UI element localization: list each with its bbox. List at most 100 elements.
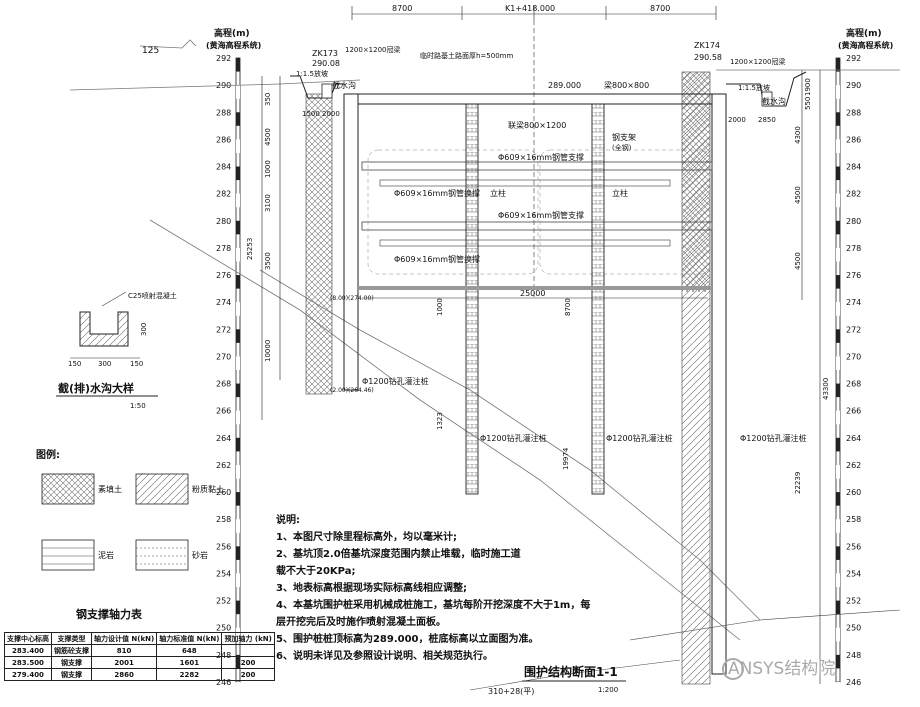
- base-level: (8.00)(274.00): [330, 295, 374, 302]
- drain-left-label: 截水沟: [332, 80, 356, 90]
- right-tick-label: 254: [846, 569, 861, 578]
- notes-title: 说明:: [276, 515, 300, 526]
- legend-label-0: 素填土: [98, 484, 122, 494]
- table-cell: 钢支撑: [51, 656, 92, 669]
- left-tick-label: 258: [216, 515, 231, 524]
- right-ruler-segment: [836, 627, 840, 642]
- left-ruler-segment: [236, 437, 240, 452]
- right-ruler-segment: [836, 383, 840, 398]
- left-tick-label: 276: [216, 271, 231, 280]
- right-ruler-segment: [836, 58, 840, 72]
- dim-right-2: 4300: [794, 126, 802, 144]
- table-cell: 200: [221, 668, 275, 681]
- right-ruler-segment: [836, 546, 840, 560]
- table-header: 支撑类型: [51, 632, 92, 645]
- top-dimension: 8700 K1+418.000 8700: [351, 4, 717, 300]
- right-tick-label: 248: [846, 651, 861, 660]
- dim-left-1: 1000: [264, 160, 272, 178]
- right-tick-label: 276: [846, 271, 861, 280]
- right-tick-label: 278: [846, 244, 861, 253]
- right-retaining-structure: ZK174 290.58 1:1.5放坡 截水沟 2000 2850 1200×…: [681, 41, 807, 685]
- pile-left-label: Φ1200钻孔灌注桩: [362, 376, 429, 386]
- table-row: 283.400 钢筋砼支撑 810 648: [4, 644, 275, 657]
- legend-swatch-mudstone: [41, 539, 95, 571]
- right-fill-layer: [682, 72, 710, 292]
- table-header: 轴力标准值 N(kN): [156, 632, 223, 645]
- dim-left-7: 25253: [246, 238, 254, 260]
- dim-left-6: 3500: [264, 252, 272, 270]
- left-tick-label: 280: [216, 217, 231, 226]
- elevation-axis-left: 高程(m) (黄海高程系统) 2922902882862842822802782…: [206, 27, 261, 696]
- drain-section: [79, 311, 129, 347]
- table-header: 轴力设计值 N(kN): [90, 632, 158, 645]
- left-tick-label: 272: [216, 325, 231, 334]
- left-soil-column: [305, 93, 333, 395]
- surface-elev: 125: [142, 46, 159, 56]
- right-ruler-segment: [836, 573, 840, 588]
- axis-subtitle-right: (黄海高程系统): [838, 40, 893, 50]
- left-ruler-segment: [236, 302, 240, 316]
- top-dim-right: 8700: [650, 4, 670, 13]
- berm-left-2: 2000: [322, 110, 340, 118]
- right-tick-label: 288: [846, 108, 861, 117]
- right-tick-label: 270: [846, 352, 861, 361]
- section-title-block: 围护结构断面1-1 1:200 310+28(平): [488, 664, 626, 696]
- left-tick-label: 292: [216, 54, 231, 63]
- legend-label-3: 砂岩: [192, 550, 208, 560]
- note-line-8: 6、说明未详见及参照设计说明、相关规范执行。: [276, 651, 493, 662]
- left-ruler-segment: [236, 383, 240, 398]
- left-tick-label: 278: [216, 244, 231, 253]
- berm-right-2: 2850: [758, 116, 776, 124]
- slope-left: 1:1.5放坡: [296, 69, 328, 78]
- top-beam-label: 梁800×800: [604, 81, 649, 90]
- axis-title-right: 高程(m): [846, 27, 882, 39]
- top-beam: [357, 93, 713, 105]
- right-tick-label: 260: [846, 488, 861, 497]
- left-tick-label: 282: [216, 190, 231, 199]
- berm-right-1: 2000: [728, 116, 746, 124]
- pile-col-1-label: Φ609×16mm钢管换撑: [394, 188, 480, 198]
- table-cell: 648: [156, 644, 223, 657]
- left-ruler-segment: [236, 85, 240, 99]
- dim-right-0: 1900: [804, 78, 812, 96]
- dim-right-7: 19974: [562, 447, 570, 470]
- legend: 图例: 素填土 粉质黏土 泥岩 砂岩: [36, 448, 224, 571]
- right-ruler-segment: [836, 220, 840, 235]
- right-ruler-segment: [836, 85, 840, 99]
- right-ruler-segment: [836, 329, 840, 343]
- right-ruler-segment: [836, 682, 840, 696]
- left-ruler-segment: [236, 139, 240, 153]
- left-tick-label: 264: [216, 434, 231, 443]
- left-ruler-segment: [236, 275, 240, 289]
- table-cell: 2282: [156, 668, 223, 681]
- left-dimension-chain: 350 4500 1000 3100 3500 10000 25253 1323…: [246, 76, 572, 430]
- left-ruler-segment: [236, 356, 240, 370]
- left-tick-label: 256: [216, 542, 231, 551]
- note-line-2: 2、基坑顶2.0倍基坑深度范围内禁止堆载，临时施工道: [276, 549, 521, 560]
- right-ruler-segment: [836, 356, 840, 370]
- right-tick-label: 280: [846, 217, 861, 226]
- bottom-width: 25000: [520, 289, 545, 298]
- table-cell: 2860: [90, 668, 158, 681]
- table-cell: 200: [221, 656, 275, 669]
- excavation-interior: 289.000 梁800×800 联梁800×1200 钢支架 (全钢) Φ60…: [357, 81, 713, 495]
- left-tick-label: 266: [216, 407, 231, 416]
- left-tick-label: 252: [216, 597, 231, 606]
- right-tick-label: 266: [846, 407, 861, 416]
- left-tick-label: 250: [216, 624, 231, 633]
- right-tick-label: 292: [846, 54, 861, 63]
- table-header-row: 支撑中心标高 支撑类型 轴力设计值 N(kN) 轴力标准值 N(kN) 预加轴力…: [4, 632, 275, 645]
- legend-label-2: 泥岩: [98, 550, 114, 560]
- right-drain: [761, 91, 773, 107]
- right-ruler-segment: [836, 112, 840, 126]
- left-pile: [343, 93, 359, 391]
- legend-swatch-fill: [41, 473, 95, 505]
- axis-title-left: 高程(m): [214, 27, 250, 39]
- section-scale: 1:200: [598, 686, 618, 694]
- right-tick-label: 252: [846, 597, 861, 606]
- right-pile: [711, 93, 727, 675]
- right-ruler-segment: [836, 193, 840, 208]
- left-ruler-segment: [236, 464, 240, 479]
- crown-left: 1200×1200冠梁: [345, 45, 401, 54]
